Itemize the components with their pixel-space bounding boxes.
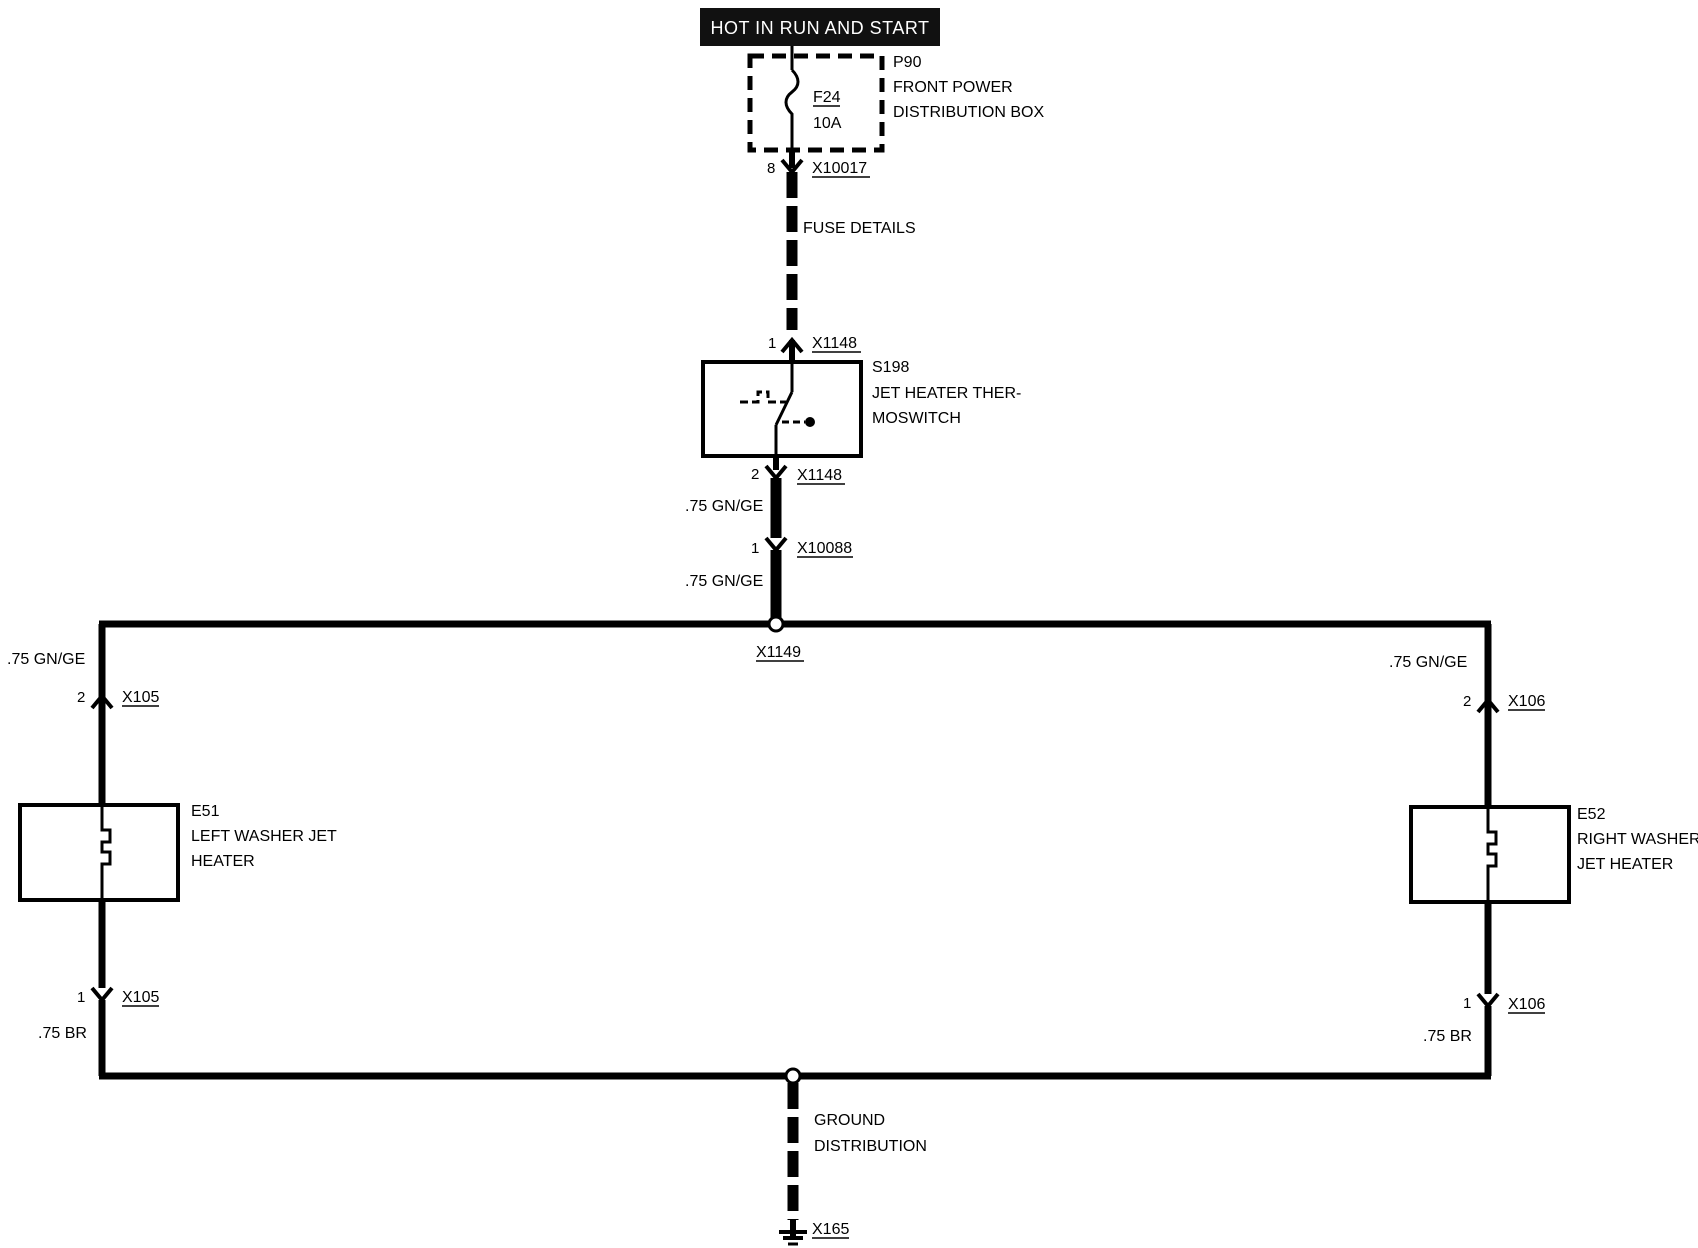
thermoswitch-bimetal-icon <box>740 390 786 404</box>
connector-x105-bottom-pin: 1 <box>77 989 85 1006</box>
fuse-id: F24 <box>813 89 841 106</box>
right-heater-box <box>1409 805 1571 904</box>
fuse-icon <box>784 68 800 150</box>
fuse-details-label: FUSE DETAILS <box>803 220 916 237</box>
header-box <box>700 8 940 46</box>
thermoswitch-contact-blade <box>774 391 794 426</box>
ground-splice-icon <box>784 1067 802 1085</box>
right-heater-element-icon <box>1486 807 1498 902</box>
ground-label-1: GROUND <box>814 1112 885 1129</box>
connector-x106-top-pin: 2 <box>1463 693 1471 710</box>
connector-x1148-out-pin: 2 <box>751 466 759 483</box>
wire-gn-ge-label-2: .75 GN/GE <box>685 573 763 590</box>
right-wire-br-label: .75 BR <box>1423 1028 1472 1045</box>
connector-x10088-icon <box>764 536 788 554</box>
connector-x1148-out-label: X1148 <box>797 467 842 484</box>
connector-x106-bottom-icon <box>1476 992 1500 1010</box>
right-heater-name-2: JET HEATER <box>1577 856 1673 873</box>
header-label: HOT IN RUN AND START <box>710 18 929 38</box>
fuse-box-name-2: DISTRIBUTION BOX <box>893 104 1044 121</box>
wire-gn-ge-label-1: .75 GN/GE <box>685 498 763 515</box>
thermoswitch-box <box>701 360 863 458</box>
fuse-box-outline <box>747 53 885 153</box>
connector-x105-top-label: X105 <box>122 689 159 706</box>
connector-x105-top-pin: 2 <box>77 689 85 706</box>
left-wire-br-label: .75 BR <box>38 1025 87 1042</box>
connector-x10017-label: X10017 <box>812 160 867 177</box>
left-wire-gn-ge-label: .75 GN/GE <box>7 651 85 668</box>
fuse-box-id: P90 <box>893 54 922 71</box>
fuse-rating: 10A <box>813 115 842 132</box>
ground-label-2: DISTRIBUTION <box>814 1138 927 1155</box>
connector-x10088-label: X10088 <box>797 540 852 557</box>
thermoswitch-id: S198 <box>872 359 909 376</box>
ground-connector-label: X165 <box>812 1221 849 1238</box>
fuse-box-name-1: FRONT POWER <box>893 79 1013 96</box>
thermoswitch-name-2: MOSWITCH <box>872 410 961 427</box>
connector-x10017-pin: 8 <box>767 160 775 177</box>
connector-x106-top-label: X106 <box>1508 693 1545 710</box>
thermoswitch-contact-dot <box>805 417 815 427</box>
left-heater-name-2: HEATER <box>191 853 255 870</box>
left-heater-id: E51 <box>191 803 220 820</box>
right-heater-name-1: RIGHT WASHER <box>1577 831 1698 848</box>
connector-x106-bottom-label: X106 <box>1508 996 1545 1013</box>
left-heater-box <box>18 803 180 902</box>
connector-x105-bottom-label: X105 <box>122 989 159 1006</box>
left-heater-element-icon <box>100 805 112 900</box>
connector-x1148-in-pin: 1 <box>768 335 776 352</box>
right-wire-gn-ge-label: .75 GN/GE <box>1389 654 1467 671</box>
connector-x106-bottom-pin: 1 <box>1463 995 1471 1012</box>
ground-icon <box>779 1220 807 1246</box>
left-heater-name-1: LEFT WASHER JET <box>191 828 337 845</box>
splice-x1149-icon <box>767 615 785 633</box>
right-heater-id: E52 <box>1577 806 1606 823</box>
connector-x105-bottom-icon <box>90 986 114 1004</box>
splice-x1149-label: X1149 <box>756 644 801 661</box>
connector-x1148-in-label: X1148 <box>812 335 857 352</box>
thermoswitch-name-1: JET HEATER THER- <box>872 385 1021 402</box>
connector-x10088-pin: 1 <box>751 540 759 557</box>
